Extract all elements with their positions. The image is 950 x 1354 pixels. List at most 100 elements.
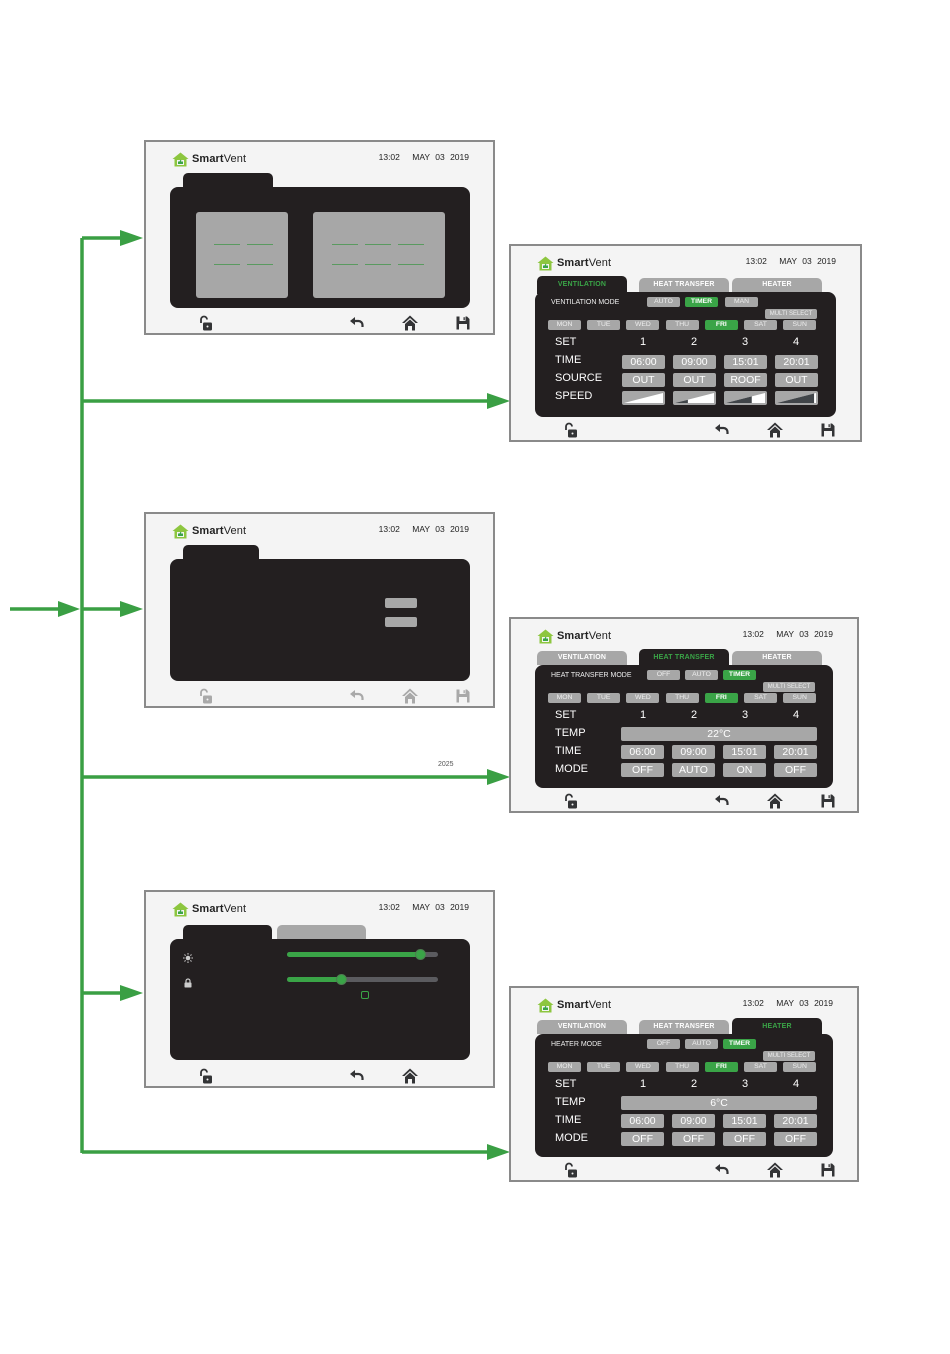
- home-button[interactable]: [767, 1162, 783, 1178]
- source-field[interactable]: ROOF: [724, 373, 767, 387]
- day-sun[interactable]: SUN: [783, 1062, 817, 1072]
- day-sat[interactable]: SAT: [744, 320, 777, 330]
- day-mon[interactable]: MON: [548, 1062, 581, 1072]
- time-field[interactable]: 09:00: [673, 355, 716, 369]
- source-field[interactable]: OUT: [775, 373, 818, 387]
- day-thu[interactable]: THU: [665, 320, 699, 330]
- day-mon[interactable]: MON: [548, 693, 581, 703]
- time-field[interactable]: 09:00: [672, 745, 715, 759]
- day-tue[interactable]: TUE: [587, 1062, 621, 1072]
- time-field[interactable]: 15:01: [723, 745, 766, 759]
- temperature-field[interactable]: 6°C: [621, 1096, 817, 1110]
- time-field[interactable]: 20:01: [774, 745, 817, 759]
- speed-field[interactable]: [622, 391, 665, 405]
- speed-field[interactable]: [673, 391, 716, 405]
- day-sat[interactable]: SAT: [744, 1062, 777, 1072]
- day-fri[interactable]: FRI: [704, 1062, 738, 1072]
- day-wed[interactable]: WED: [626, 320, 660, 330]
- unlock-button[interactable]: [198, 1068, 214, 1084]
- mode-option-man[interactable]: MAN: [725, 297, 758, 307]
- speed-field[interactable]: [775, 391, 818, 405]
- unlock-button[interactable]: [563, 1162, 579, 1178]
- time-field[interactable]: 20:01: [775, 355, 818, 369]
- set-mode-field[interactable]: OFF: [672, 1132, 715, 1146]
- save-button[interactable]: [820, 793, 836, 809]
- source-field[interactable]: OUT: [673, 373, 716, 387]
- day-wed[interactable]: WED: [626, 693, 660, 703]
- set-mode-field[interactable]: OFF: [723, 1132, 766, 1146]
- day-sat[interactable]: SAT: [744, 693, 777, 703]
- day-sun[interactable]: SUN: [783, 693, 817, 703]
- time-field[interactable]: 06:00: [622, 355, 665, 369]
- unlock-button[interactable]: [198, 315, 214, 331]
- tab-heat-transfer[interactable]: HEAT TRANSFER: [639, 278, 729, 292]
- mode-option-timer[interactable]: TIMER: [723, 1039, 756, 1049]
- speed-field[interactable]: [724, 391, 767, 405]
- mode-option-timer[interactable]: TIMER: [685, 297, 718, 307]
- back-button[interactable]: [349, 1068, 365, 1084]
- set-mode-field[interactable]: ON: [723, 763, 766, 777]
- back-button[interactable]: [714, 1162, 730, 1178]
- save-button[interactable]: [820, 1162, 836, 1178]
- day-fri[interactable]: FRI: [704, 320, 738, 330]
- outdoor-readout-box[interactable]: [313, 212, 445, 298]
- time-field[interactable]: 15:01: [724, 355, 767, 369]
- menu-button-2[interactable]: [385, 617, 417, 627]
- tab-ventilation[interactable]: VENTILATION: [537, 651, 627, 665]
- time-field[interactable]: 06:00: [621, 745, 664, 759]
- set-mode-field[interactable]: AUTO: [672, 763, 715, 777]
- back-button[interactable]: [714, 793, 730, 809]
- tab-heater[interactable]: HEATER: [732, 651, 822, 665]
- brightness-slider-handle[interactable]: [414, 949, 426, 960]
- save-button[interactable]: [820, 422, 836, 438]
- settings-tab-2[interactable]: [277, 925, 366, 940]
- mode-option-timer[interactable]: TIMER: [723, 670, 756, 680]
- day-mon[interactable]: MON: [548, 320, 581, 330]
- set-mode-field[interactable]: OFF: [774, 1132, 817, 1146]
- back-button[interactable]: [714, 422, 730, 438]
- day-tue[interactable]: TUE: [587, 320, 621, 330]
- mode-option-off[interactable]: OFF: [647, 1039, 680, 1049]
- day-fri[interactable]: FRI: [704, 693, 738, 703]
- home-button[interactable]: [402, 1068, 418, 1084]
- temperature-field[interactable]: 22°C: [621, 727, 817, 741]
- save-button[interactable]: [455, 315, 471, 331]
- mode-option-off[interactable]: OFF: [647, 670, 680, 680]
- day-thu[interactable]: THU: [665, 1062, 699, 1072]
- set-mode-field[interactable]: OFF: [621, 1132, 664, 1146]
- mode-option-auto[interactable]: AUTO: [685, 1039, 718, 1049]
- tab-heater[interactable]: HEATER: [732, 278, 822, 292]
- menu-button-1[interactable]: [385, 598, 417, 608]
- lock-timer-slider[interactable]: [287, 974, 438, 985]
- time-field[interactable]: 09:00: [672, 1114, 715, 1128]
- tab-ventilation[interactable]: VENTILATION: [537, 1020, 627, 1034]
- tab-ventilation[interactable]: VENTILATION: [537, 276, 627, 294]
- multi-select-button[interactable]: MULTI SELECT: [763, 682, 815, 692]
- day-thu[interactable]: THU: [665, 693, 699, 703]
- lock-timer-slider-handle[interactable]: [336, 974, 348, 985]
- time-field[interactable]: 06:00: [621, 1114, 664, 1128]
- unlock-button[interactable]: [563, 422, 579, 438]
- mode-option-auto[interactable]: AUTO: [647, 297, 680, 307]
- day-tue[interactable]: TUE: [587, 693, 621, 703]
- set-mode-field[interactable]: OFF: [621, 763, 664, 777]
- home-button[interactable]: [767, 422, 783, 438]
- home-button[interactable]: [767, 793, 783, 809]
- day-sun[interactable]: SUN: [783, 320, 817, 330]
- multi-select-button[interactable]: MULTI SELECT: [765, 309, 817, 319]
- time-field[interactable]: 15:01: [723, 1114, 766, 1128]
- option-checkbox[interactable]: [361, 991, 369, 999]
- unlock-button[interactable]: [563, 793, 579, 809]
- tab-heater[interactable]: HEATER: [732, 1018, 822, 1036]
- indoor-readout-box[interactable]: [196, 212, 288, 298]
- multi-select-button[interactable]: MULTI SELECT: [763, 1051, 815, 1061]
- mode-option-auto[interactable]: AUTO: [685, 670, 718, 680]
- time-field[interactable]: 20:01: [774, 1114, 817, 1128]
- set-mode-field[interactable]: OFF: [774, 763, 817, 777]
- back-button[interactable]: [349, 315, 365, 331]
- source-field[interactable]: OUT: [622, 373, 665, 387]
- day-wed[interactable]: WED: [626, 1062, 660, 1072]
- home-button[interactable]: [402, 315, 418, 331]
- brightness-slider[interactable]: [287, 949, 438, 960]
- tab-heat-transfer[interactable]: HEAT TRANSFER: [639, 1020, 729, 1034]
